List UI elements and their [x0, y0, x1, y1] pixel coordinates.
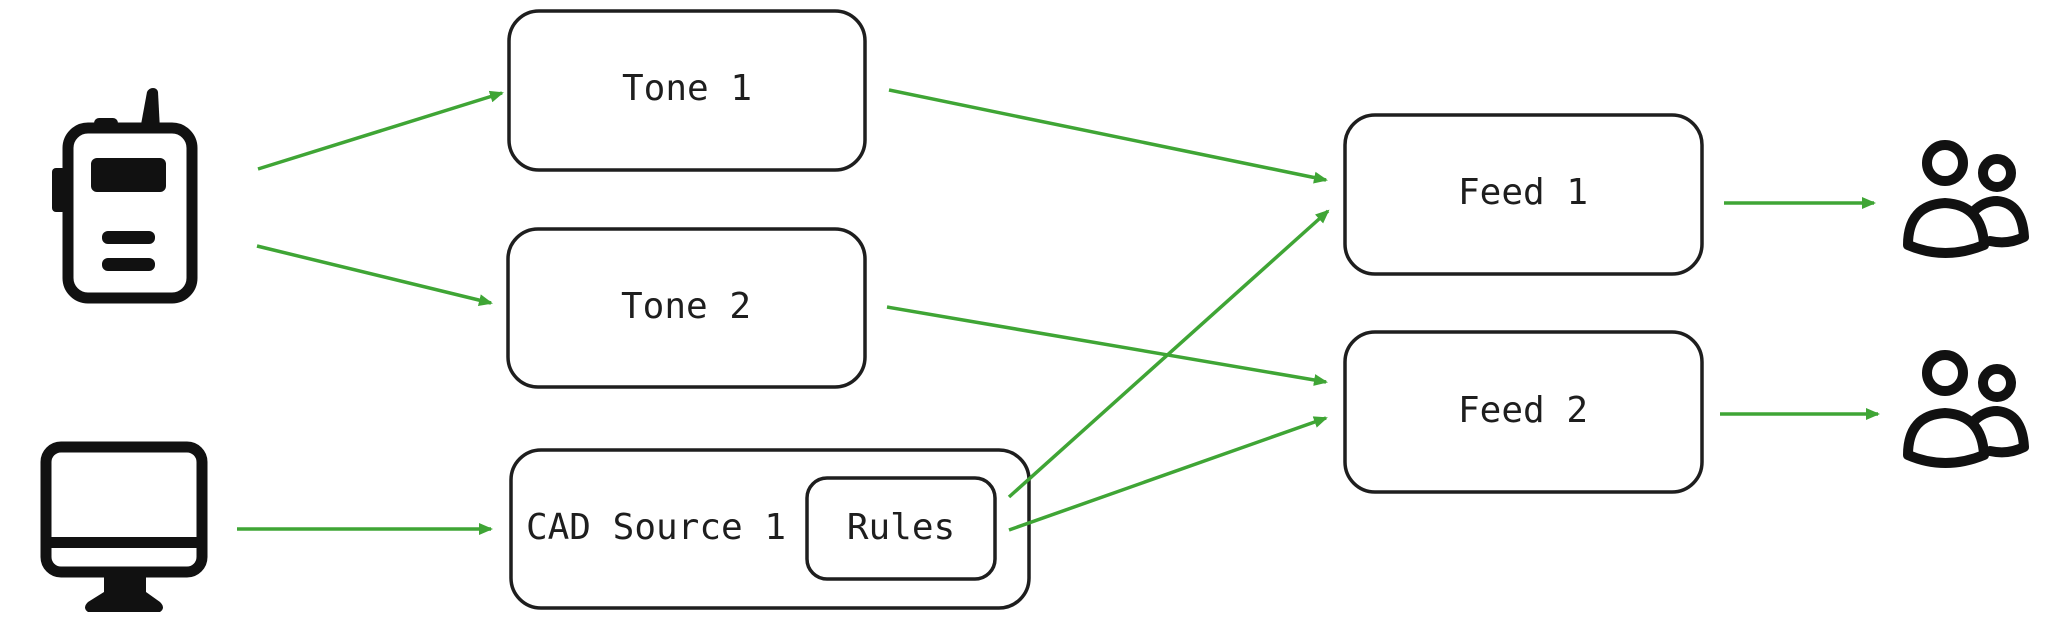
rules-node: Rules: [805, 476, 997, 581]
computer-monitor-icon: [40, 441, 208, 612]
cad-source-node: CAD Source 1 Rules: [509, 448, 1031, 610]
user-group-icon: [1903, 140, 2029, 258]
arrow-rules-to-feed-1: [1007, 209, 1330, 499]
feed-1-label: Feed 1: [1458, 172, 1588, 213]
tone-2-node: Tone 2: [506, 227, 867, 389]
arrow-tone-1-to-feed-1: [888, 88, 1328, 184]
tone-1-node: Tone 1: [507, 9, 867, 172]
arrow-radio-to-tone-2: [256, 244, 493, 306]
user-group-icon: [1903, 350, 2029, 468]
tone-1-label: Tone 1: [622, 68, 752, 109]
feed-2-node: Feed 2: [1343, 330, 1704, 494]
feed-1-node: Feed 1: [1343, 113, 1704, 276]
tone-2-label: Tone 2: [621, 286, 751, 327]
rules-label: Rules: [847, 507, 955, 548]
feed-2-label: Feed 2: [1458, 390, 1588, 431]
two-way-radio-icon: [52, 88, 198, 304]
cad-source-label: CAD Source 1: [526, 507, 786, 548]
arrow-radio-to-tone-1: [257, 90, 504, 171]
arrow-tone-2-to-feed-2: [886, 305, 1328, 386]
arrow-rules-to-feed-2: [1008, 416, 1328, 532]
